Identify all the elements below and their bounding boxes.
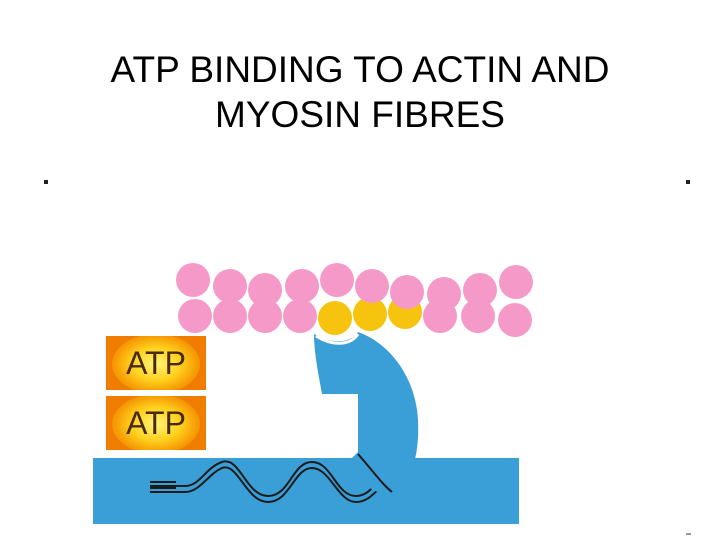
atp-glow-1 — [106, 336, 206, 390]
myosin-head-rim — [315, 333, 360, 345]
actin-subunit — [320, 263, 354, 297]
atp-label-2: ATP — [126, 404, 186, 441]
actin-subunit — [427, 277, 461, 311]
actin-binding-site — [318, 301, 352, 335]
actin-subunit — [248, 299, 282, 333]
actin-subunit — [178, 299, 212, 333]
actin-subunit — [285, 269, 319, 303]
myosin-tail-end — [150, 481, 176, 489]
atp-glow-2 — [106, 396, 206, 450]
actin-subunit — [176, 263, 210, 297]
slide-title: ATP BINDING TO ACTIN AND MYOSIN FIBRES — [0, 47, 720, 137]
actin-subunit — [283, 299, 317, 333]
actin-bottom-row — [178, 295, 532, 337]
actin-top-row — [176, 263, 533, 311]
corner-mark-left — [44, 180, 48, 184]
actin-subunit — [499, 265, 533, 299]
atp-molecule-1: ATP — [106, 336, 206, 390]
title-line-2: MYOSIN FIBRES — [215, 93, 505, 135]
actin-subunit — [213, 299, 247, 333]
atp-molecule-2: ATP — [106, 396, 206, 450]
actin-subunit — [463, 273, 497, 307]
actin-subunit — [498, 303, 532, 337]
myosin-neck-outline — [357, 453, 393, 493]
title-line-1: ATP BINDING TO ACTIN AND — [110, 48, 610, 90]
corner-mark-bottom — [686, 533, 691, 535]
corner-mark-right — [686, 180, 690, 184]
atp-label-1: ATP — [126, 344, 186, 381]
actin-subunit — [461, 299, 495, 333]
actin-binding-site — [353, 297, 387, 331]
actin-subunit — [390, 275, 424, 309]
actin-subunit — [248, 273, 282, 307]
myosin-tail-wave — [150, 460, 393, 498]
myosin-tail-wave-outline — [150, 466, 395, 504]
actin-subunit — [355, 269, 389, 303]
myosin-head — [314, 332, 419, 494]
actin-subunit — [213, 269, 247, 303]
